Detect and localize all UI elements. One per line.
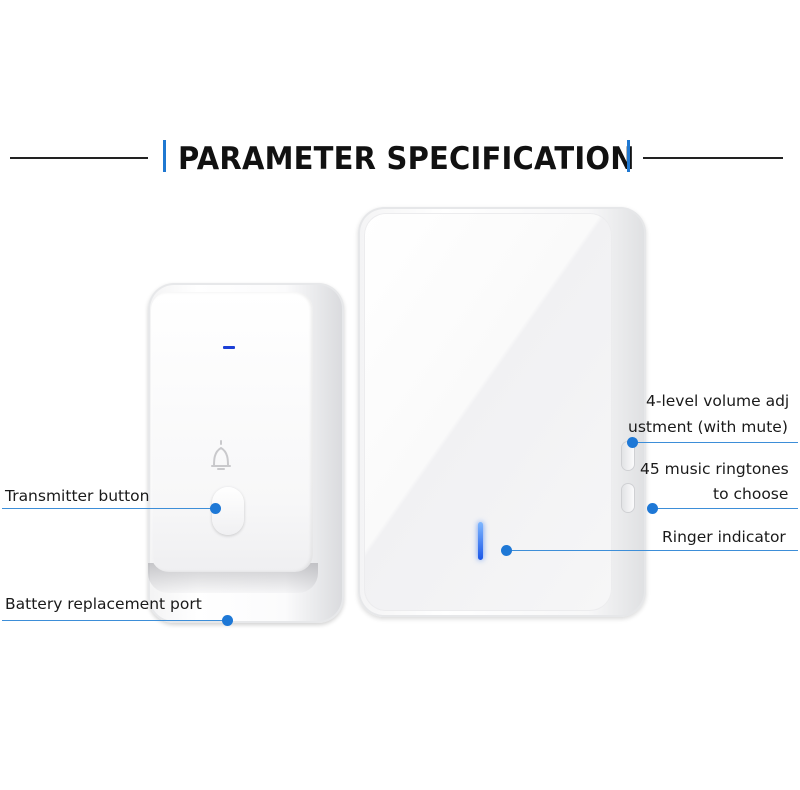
ringer-indicator-dot: [501, 545, 512, 556]
battery-port-dot: [222, 615, 233, 626]
ringer-indicator-leader: [508, 550, 798, 551]
transmitter-button-leader: [2, 508, 214, 509]
battery-port-label: Battery replacement port: [5, 595, 202, 613]
header-bar-left: [163, 140, 166, 172]
blue-led-icon: [223, 346, 235, 349]
header-line-left: [10, 157, 148, 159]
header-bar-right: [627, 140, 630, 172]
blue-led-icon: [478, 522, 483, 560]
ringtones-dot: [647, 503, 658, 514]
volume-dot: [627, 437, 638, 448]
page-title: PARAMETER SPECIFICATION: [178, 139, 635, 177]
volume-label-line1: 4-level volume adj: [646, 392, 790, 410]
volume-leader: [632, 442, 798, 443]
bell-icon: [211, 440, 231, 470]
transmitter-button-dot: [210, 503, 221, 514]
receiver-face: [364, 213, 612, 611]
battery-port-leader: [2, 620, 226, 621]
ringer-indicator-label: Ringer indicator: [662, 528, 786, 546]
ringtones-leader: [652, 508, 798, 509]
ringtones-label-line2: to choose: [713, 485, 789, 503]
transmitter-button-label: Transmitter button: [5, 487, 150, 505]
ringtone-button[interactable]: [622, 484, 634, 512]
volume-label-line2: ustment (with mute): [628, 418, 788, 436]
ringtones-label-line1: 45 music ringtones: [640, 460, 789, 478]
header-line-right: [643, 157, 783, 159]
volume-button[interactable]: [622, 442, 634, 470]
